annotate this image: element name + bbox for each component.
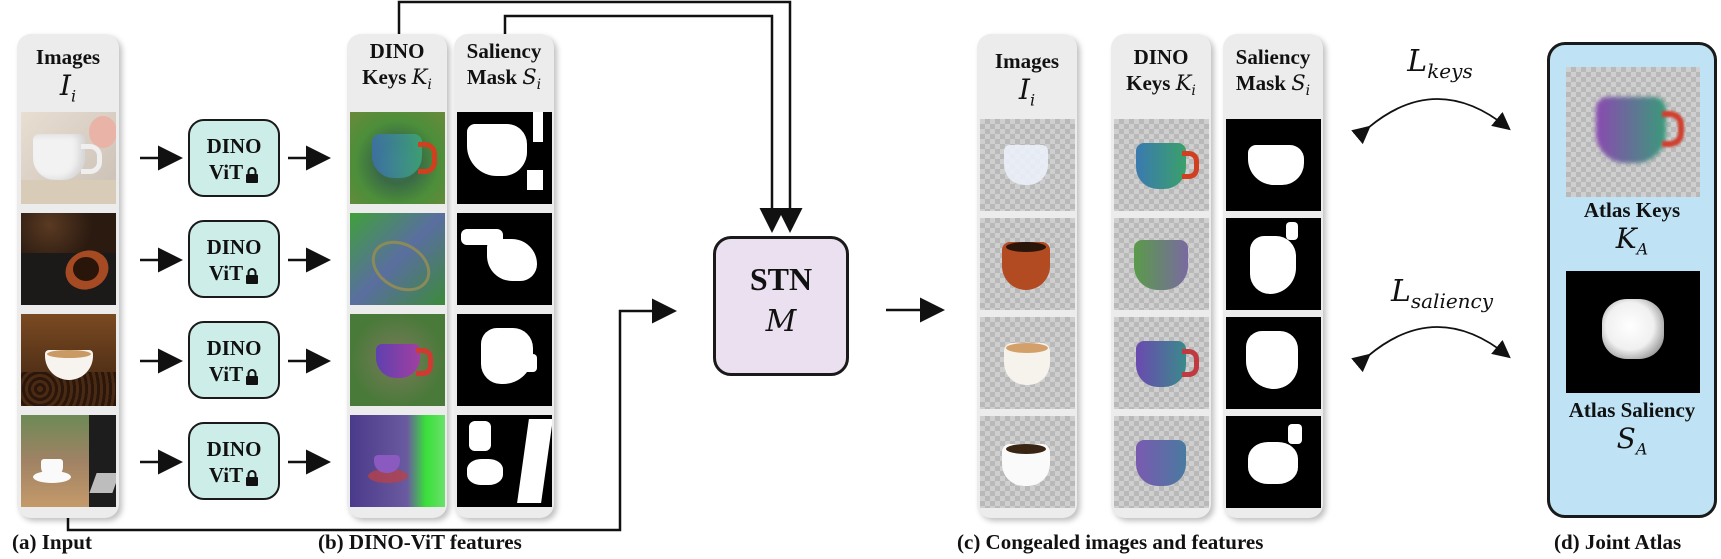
- congealed-keys-title: DINO: [1133, 45, 1189, 69]
- congealed-saliency-column: Saliency Mask Si: [1223, 34, 1323, 518]
- saliency-title: Saliency: [466, 39, 542, 63]
- stn-block: STN M: [713, 236, 849, 376]
- caption-b: (b) DINO-ViT features: [318, 530, 522, 554]
- arrow-input-stn: [66, 298, 677, 532]
- lock-icon: [245, 163, 259, 189]
- stn-label: STN: [749, 261, 813, 297]
- atlas-saliency-label: Atlas Saliency: [1568, 398, 1696, 422]
- congealed-images-symbol: Ii: [1018, 73, 1036, 110]
- congealed-image-4: [980, 416, 1075, 508]
- loss-saliency-arrow: [1351, 326, 1511, 373]
- congealed-images-column: Images Ii: [977, 34, 1077, 518]
- congealed-keys-symbol: Keys Ki: [1126, 71, 1196, 100]
- congealed-keys-4: [1114, 416, 1209, 508]
- atlas-saliency-image: [1566, 271, 1700, 393]
- congealed-keys-1: [1114, 119, 1209, 211]
- dino-vit-block-1: DINO ViT: [188, 119, 280, 197]
- input-image-cup-1: [21, 112, 116, 204]
- dino-keys-title: DINO: [369, 39, 425, 63]
- input-image-cup-2: [21, 213, 116, 305]
- saliency-mask-4: [457, 415, 552, 507]
- lock-icon: [245, 264, 259, 290]
- saliency-symbol: Mask Si: [466, 65, 542, 94]
- congealed-saliency-symbol: Mask Si: [1235, 71, 1311, 100]
- congealed-image-1: [980, 119, 1075, 211]
- congealed-keys-2: [1114, 218, 1209, 310]
- dino-keys-map-4: [350, 415, 445, 507]
- congealed-saliency-3: [1226, 317, 1321, 409]
- dino-vit-block-4: DINO ViT: [188, 422, 280, 500]
- atlas-keys-image: [1566, 67, 1700, 197]
- congealed-image-2: [980, 218, 1075, 310]
- loss-saliency-label: Lsaliency: [1390, 274, 1494, 313]
- dino-vit-block-3: DINO ViT: [188, 321, 280, 399]
- congealed-image-3: [980, 317, 1075, 409]
- arrow-keys-stn: [397, 0, 803, 233]
- dino-vit-block-2: DINO ViT: [188, 220, 280, 298]
- saliency-mask-1: [457, 112, 552, 204]
- input-image-cup-3: [21, 314, 116, 406]
- congealed-keys-3: [1114, 317, 1209, 409]
- atlas-keys-label: Atlas Keys: [1583, 198, 1681, 222]
- lock-icon: [245, 365, 259, 391]
- loss-keys-arrow: [1351, 98, 1511, 145]
- saliency-mask-2: [457, 213, 552, 305]
- congealed-saliency-1: [1226, 119, 1321, 211]
- caption-c: (c) Congealed images and features: [957, 530, 1264, 554]
- loss-keys-label: Lkeys: [1407, 44, 1473, 83]
- input-column: Images Ii: [17, 34, 119, 518]
- joint-atlas-panel: Atlas Keys KA Atlas Saliency SA: [1547, 42, 1717, 518]
- atlas-saliency-symbol: SA: [1616, 422, 1648, 459]
- lock-icon: [245, 466, 259, 492]
- caption-d: (d) Joint Atlas: [1554, 530, 1682, 554]
- arrow-saliency-stn: [503, 14, 785, 233]
- dino-keys-symbol: Keys Ki: [362, 65, 432, 94]
- congealed-saliency-4: [1226, 416, 1321, 508]
- input-column-symbol: Ii: [59, 69, 77, 106]
- caption-a: (a) Input: [12, 530, 92, 554]
- dino-keys-column: DINO Keys Ki: [347, 34, 447, 518]
- congealed-keys-column: DINO Keys Ki: [1111, 34, 1211, 518]
- dino-keys-map-2: [350, 213, 445, 305]
- congealed-saliency-2: [1226, 218, 1321, 310]
- input-column-title: Images: [35, 45, 101, 69]
- stn-symbol: M: [765, 304, 797, 339]
- atlas-keys-symbol: KA: [1615, 222, 1649, 259]
- congealed-saliency-title: Saliency: [1235, 45, 1311, 69]
- dino-keys-map-3: [350, 314, 445, 406]
- congealed-images-title: Images: [994, 49, 1060, 73]
- input-image-cup-4: [21, 415, 116, 507]
- dino-keys-map-1: [350, 112, 445, 204]
- saliency-mask-3: [457, 314, 552, 406]
- saliency-column: Saliency Mask Si: [454, 34, 554, 518]
